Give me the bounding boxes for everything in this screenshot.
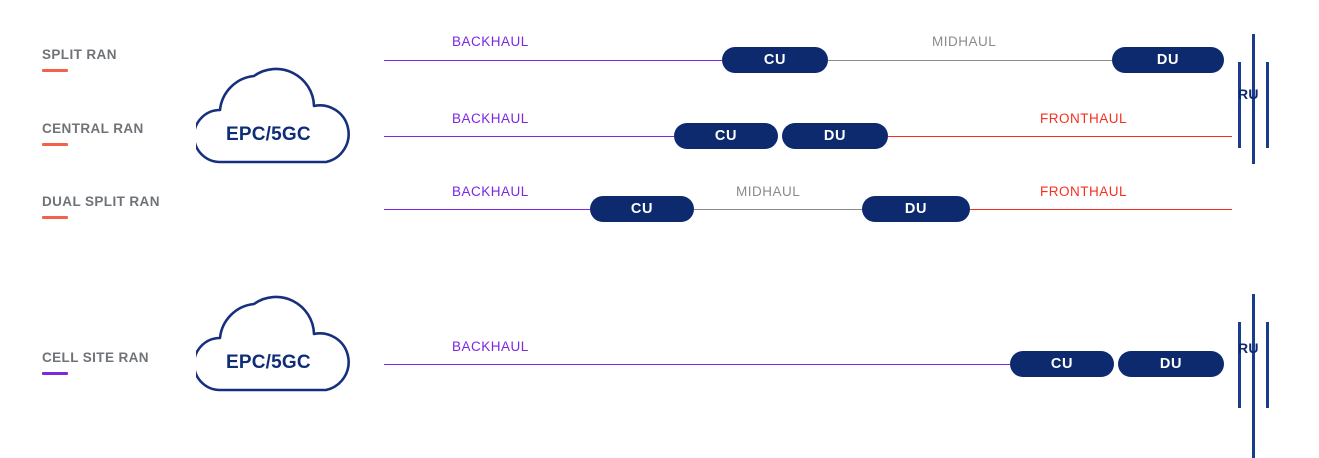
link-line-midhaul-row1 (828, 60, 1112, 61)
link-line-backhaul-row3 (384, 209, 590, 210)
cloud-epc-5gc-bottom: EPC/5GC (192, 290, 356, 400)
link-label-midhaul-row3: MIDHAUL (736, 184, 801, 199)
row-label-underline (42, 372, 68, 375)
row-label-underline (42, 216, 68, 219)
antenna-mast-left (1238, 322, 1241, 408)
row-label-underline (42, 69, 68, 72)
cloud-shape-icon (192, 67, 350, 164)
link-label-midhaul-row1: MIDHAUL (932, 34, 997, 49)
cloud-label: EPC/5GC (226, 352, 311, 373)
antenna-mast-center (1252, 294, 1255, 458)
link-label-backhaul-row3: BACKHAUL (452, 184, 529, 199)
antenna-ru-label: RU (1238, 86, 1259, 102)
link-line-midhaul-row3 (694, 209, 864, 210)
node-du-row1[interactable]: DU (1112, 47, 1224, 73)
link-line-backhaul-row1 (384, 60, 722, 61)
antenna-mast-center (1252, 34, 1255, 164)
node-cu-row4[interactable]: CU (1010, 351, 1114, 377)
antenna-mast-right (1266, 62, 1269, 148)
link-label-backhaul-row4: BACKHAUL (452, 339, 529, 354)
link-line-backhaul-row4 (384, 364, 1010, 365)
antenna-mast-right (1266, 322, 1269, 408)
row-label-central-ran: CENTRAL RAN (42, 121, 144, 146)
row-label-dual-split-ran: DUAL SPLIT RAN (42, 194, 160, 219)
link-line-backhaul-row2 (384, 136, 674, 137)
row-label-cell-site-ran: CELL SITE RAN (42, 350, 149, 375)
cloud-epc-5gc-top: EPC/5GC (192, 62, 356, 172)
link-label-fronthaul-row2: FRONTHAUL (1040, 111, 1128, 126)
row-label-text: DUAL SPLIT RAN (42, 194, 160, 209)
row-label-text: CELL SITE RAN (42, 350, 149, 365)
link-label-backhaul-row2: BACKHAUL (452, 111, 529, 126)
link-line-fronthaul-row3 (970, 209, 1232, 210)
node-cu-row1[interactable]: CU (722, 47, 828, 73)
antenna-ru-label: RU (1238, 340, 1259, 356)
node-cu-row2[interactable]: CU (674, 123, 778, 149)
row-label-text: SPLIT RAN (42, 47, 117, 62)
node-du-row3[interactable]: DU (862, 196, 970, 222)
row-label-underline (42, 143, 68, 146)
link-label-fronthaul-row3: FRONTHAUL (1040, 184, 1128, 199)
node-du-row4[interactable]: DU (1118, 351, 1224, 377)
link-line-fronthaul-row2 (888, 136, 1232, 137)
link-label-backhaul-row1: BACKHAUL (452, 34, 529, 49)
cloud-shape-icon (192, 295, 350, 392)
node-cu-row3[interactable]: CU (590, 196, 694, 222)
row-label-split-ran: SPLIT RAN (42, 47, 117, 72)
node-du-row2[interactable]: DU (782, 123, 888, 149)
cloud-label: EPC/5GC (226, 124, 311, 145)
antenna-mast-left (1238, 62, 1241, 148)
row-label-text: CENTRAL RAN (42, 121, 144, 136)
